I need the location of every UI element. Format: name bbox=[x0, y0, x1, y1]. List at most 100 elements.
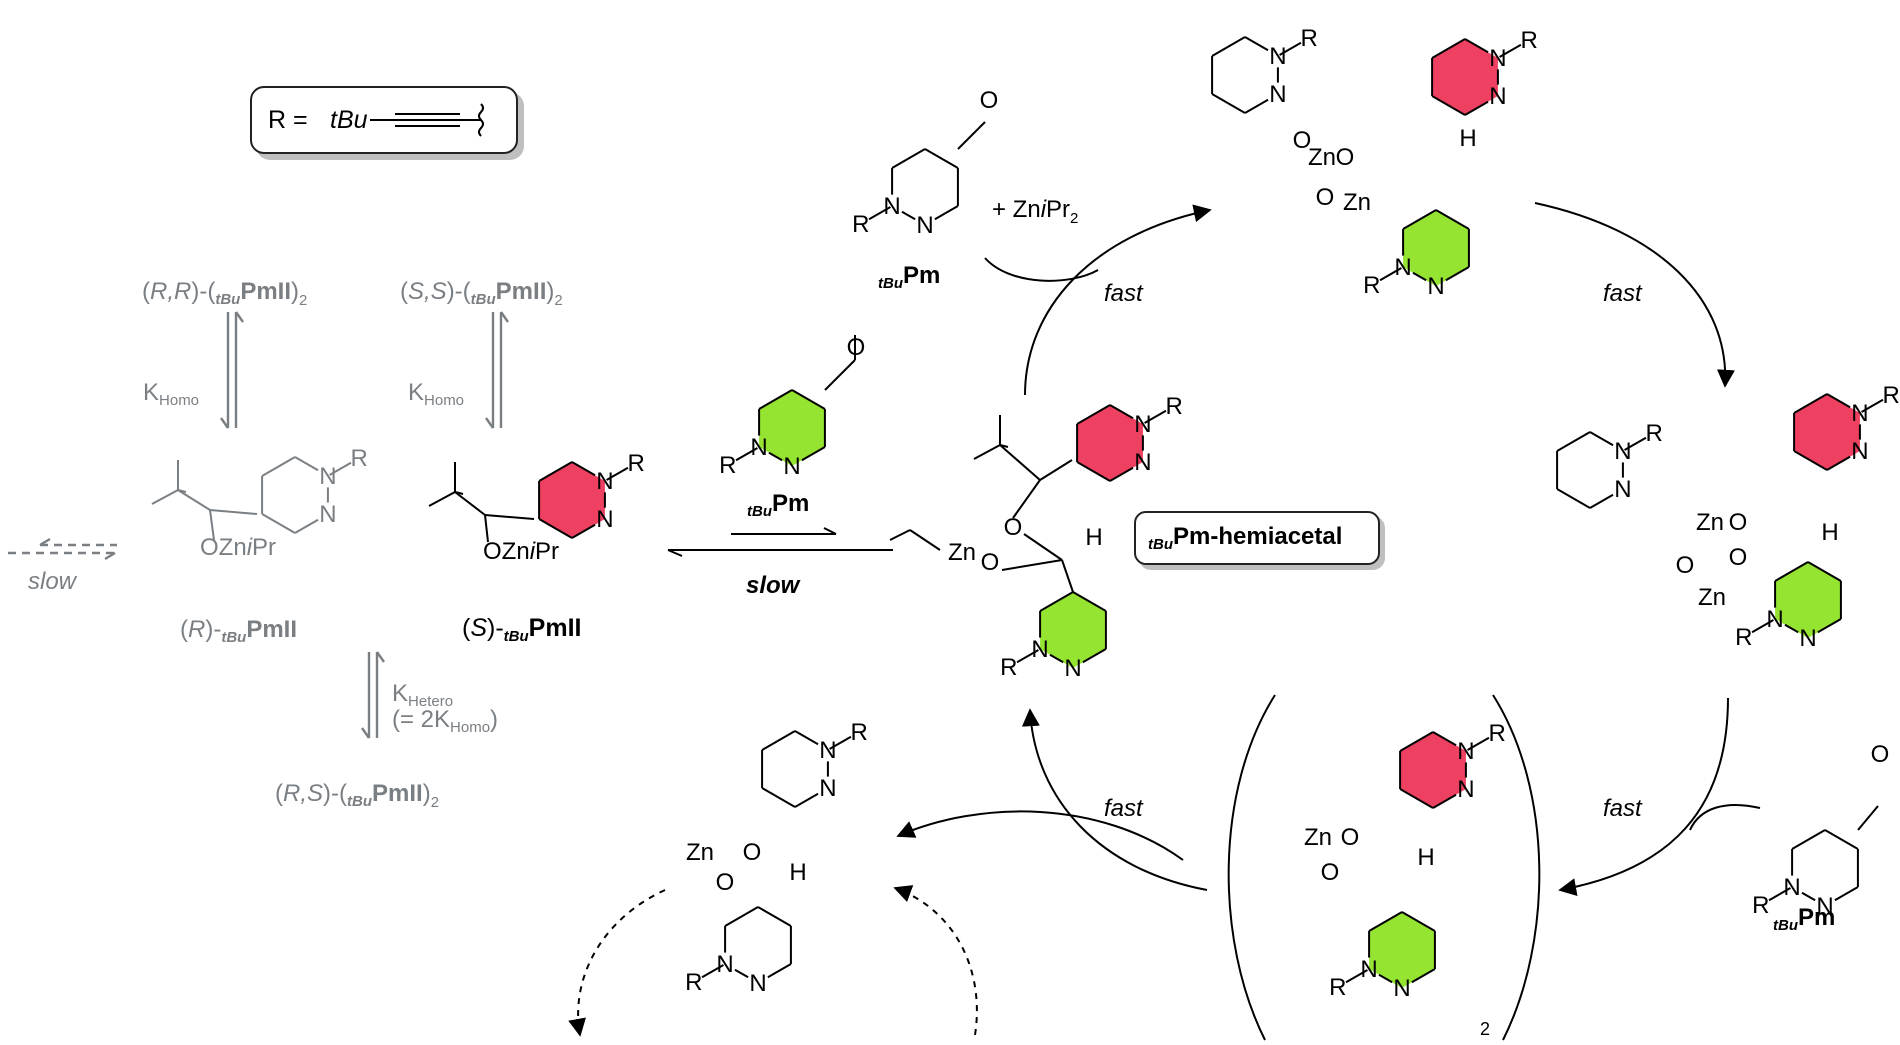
k-hetero-eq: (= 2KHomo) bbox=[392, 706, 499, 736]
aldehyde-label-top: tBuPm bbox=[878, 262, 941, 292]
bond bbox=[909, 529, 941, 551]
bond bbox=[484, 514, 535, 520]
nitrogen-label: N bbox=[1816, 893, 1833, 920]
zinc-label: Zn bbox=[1304, 824, 1332, 851]
nitrogen-label: N bbox=[1614, 438, 1631, 465]
hemiacetal-label-box bbox=[1134, 511, 1380, 565]
ring-bond bbox=[1401, 911, 1436, 932]
nitrogen-label: N bbox=[1134, 449, 1151, 476]
nitrogen-label: N bbox=[1783, 874, 1800, 901]
nitrogen-label: N bbox=[596, 506, 613, 533]
nitrogen-label: N bbox=[319, 463, 336, 490]
ring-bond bbox=[571, 461, 596, 477]
nitrogen-label: N bbox=[1269, 81, 1286, 108]
r-bond bbox=[829, 735, 852, 750]
oxygen-label: O bbox=[1336, 144, 1355, 171]
ring-bond bbox=[1411, 968, 1436, 984]
ring-bond bbox=[724, 906, 759, 927]
ring-bond bbox=[1826, 455, 1851, 471]
r-bond bbox=[735, 447, 758, 462]
hydrogen-label: H bbox=[1459, 125, 1476, 152]
r-label: R bbox=[628, 450, 645, 477]
ring-bond bbox=[1109, 466, 1134, 482]
r-bond bbox=[606, 466, 629, 481]
hydrogen-label: H bbox=[789, 859, 806, 886]
nitrogen-label: N bbox=[1031, 636, 1048, 663]
ring-bond bbox=[1556, 431, 1591, 452]
zinc-label: Zn bbox=[1696, 509, 1724, 536]
ring-bond bbox=[1801, 891, 1816, 902]
nitrogen-label: N bbox=[1851, 438, 1868, 465]
ring-bond bbox=[1791, 829, 1826, 850]
r-label: R bbox=[719, 452, 736, 479]
ring-bond bbox=[538, 461, 573, 482]
ring-bond bbox=[767, 963, 792, 979]
ring-bond bbox=[1445, 266, 1470, 282]
ring-bond bbox=[1824, 829, 1859, 850]
ring-bond bbox=[1049, 653, 1064, 664]
ring-bond bbox=[1435, 209, 1470, 230]
nitrogen-label: N bbox=[1134, 411, 1151, 438]
bond bbox=[1023, 533, 1063, 561]
ring-bond bbox=[757, 906, 792, 927]
ring-bond bbox=[1834, 886, 1859, 902]
ring-bond bbox=[1412, 271, 1427, 282]
k-hetero: KHetero bbox=[392, 680, 454, 710]
r-bond bbox=[329, 461, 352, 476]
ring-bond bbox=[538, 518, 573, 539]
pyrimidine-ring-fill bbox=[1794, 394, 1860, 470]
oxygen-label: O bbox=[981, 549, 1000, 576]
r-label: R bbox=[1735, 624, 1752, 651]
ring-bond bbox=[1076, 404, 1111, 425]
ring-bond bbox=[1368, 911, 1403, 932]
ring-bond bbox=[1432, 731, 1457, 747]
pyrimidine-ring-fill bbox=[539, 462, 605, 538]
ipr-bond bbox=[973, 444, 1001, 460]
nitrogen-label: N bbox=[1457, 738, 1474, 765]
bond bbox=[824, 359, 856, 391]
bond bbox=[209, 509, 258, 515]
r-bond bbox=[868, 206, 891, 221]
ring-bond bbox=[261, 513, 296, 534]
k-homo-left: KHomo bbox=[143, 379, 200, 409]
zinc-label: Zn bbox=[686, 839, 714, 866]
bond bbox=[1857, 805, 1879, 831]
ring-bond bbox=[294, 518, 319, 534]
r-label: R bbox=[1883, 382, 1900, 409]
ring-bond bbox=[1244, 98, 1269, 114]
ring-bond bbox=[1464, 100, 1489, 116]
pyrimidine-ring-fill bbox=[1432, 39, 1498, 115]
oxygen-label: O bbox=[1729, 544, 1748, 571]
r-label: R bbox=[851, 719, 868, 746]
oxygen-label: O bbox=[1341, 824, 1360, 851]
ring-bond bbox=[1399, 731, 1434, 752]
nitrogen-label: N bbox=[750, 434, 767, 461]
ring-bond bbox=[924, 148, 959, 169]
nitrogen-label: N bbox=[1851, 400, 1868, 427]
r-bond bbox=[1144, 409, 1167, 424]
ring-bond bbox=[791, 389, 826, 410]
ring-bond bbox=[1244, 36, 1269, 52]
ring-bond bbox=[1399, 788, 1434, 809]
nitrogen-label: N bbox=[1489, 45, 1506, 72]
bond bbox=[999, 444, 1041, 481]
r-label: R bbox=[1000, 654, 1017, 681]
hydrogen-label: H bbox=[1417, 844, 1434, 871]
ring-bond bbox=[1082, 648, 1107, 664]
pyrimidine-ring-fill bbox=[1403, 210, 1469, 286]
ring-bond bbox=[734, 968, 749, 979]
pyrimidine-ring-fill bbox=[1400, 732, 1466, 808]
pyrimidine-ring-fill bbox=[759, 390, 825, 466]
r-bond bbox=[1768, 887, 1791, 902]
r-bond bbox=[1861, 398, 1884, 413]
ring-bond bbox=[901, 210, 916, 221]
oxygen-label: O bbox=[1729, 509, 1748, 536]
ipr-bond bbox=[151, 489, 179, 505]
ring-bond bbox=[1807, 561, 1842, 582]
aldehyde-label-right: tBuPm bbox=[1773, 904, 1836, 934]
ring-bond bbox=[1076, 461, 1111, 482]
ring-bond bbox=[1211, 36, 1246, 57]
ring-bond bbox=[261, 456, 296, 477]
